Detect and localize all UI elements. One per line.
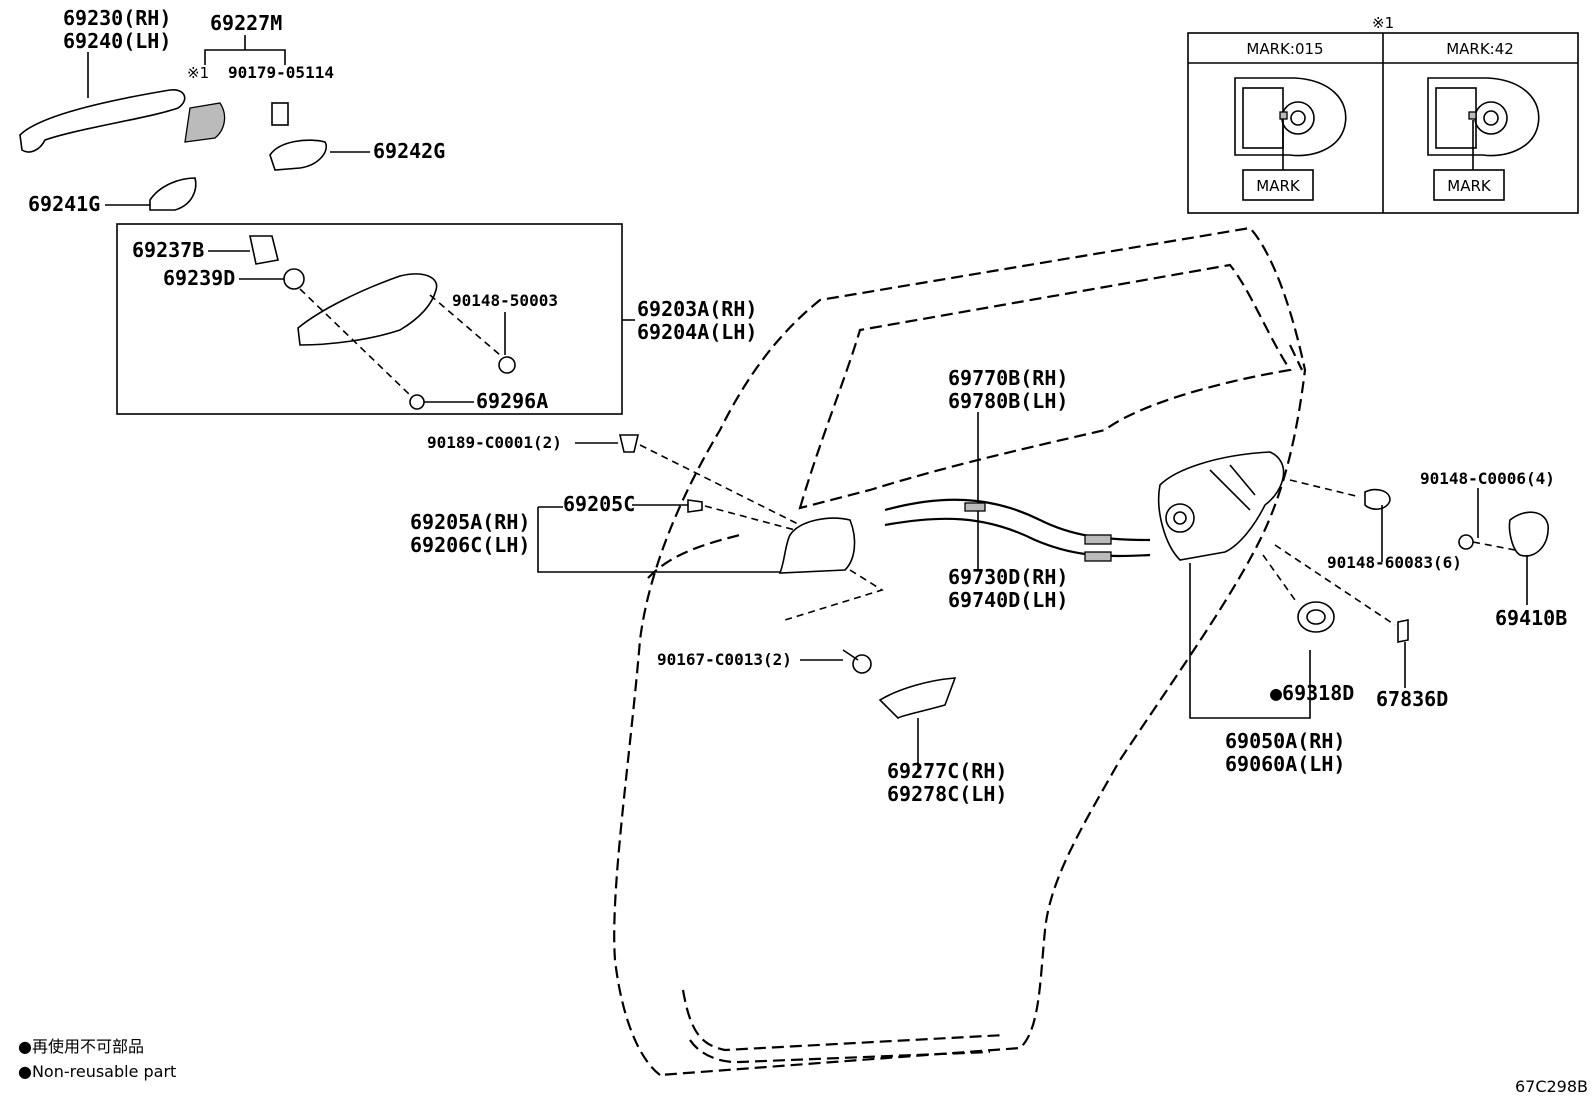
- label-69278C: 69278C(LH): [887, 782, 1007, 806]
- inset-col2-header: MARK:42: [1446, 40, 1514, 58]
- label-69205A: 69205A(RH): [410, 510, 530, 534]
- mark-inset: ※1 MARK:015 MARK:42 MARK MARK: [1187, 14, 1579, 214]
- label-90148-C0006: 90148-C0006(4): [1420, 469, 1555, 488]
- label-90189: 90189-C0001(2): [427, 433, 562, 452]
- label-69730D: 69730D(RH): [948, 565, 1068, 589]
- inset-marker: ※1: [1372, 14, 1394, 32]
- clip-90189: [618, 434, 640, 453]
- label-69230: 69230(RH): [63, 6, 171, 30]
- label-69240: 69240(LH): [63, 29, 171, 53]
- inside-handle-69205A: [778, 517, 856, 574]
- door-lock-69050A: [1157, 451, 1285, 561]
- door-lock-group: 90148-60083(6) ●69318D 67836D 69050A(RH)…: [1157, 451, 1462, 776]
- label-69237B: 69237B: [132, 238, 204, 262]
- label-90148-50003: 90148-50003: [452, 291, 558, 310]
- handle-cap: [184, 102, 226, 143]
- striker-69410B: [1508, 511, 1549, 557]
- inset-part-42: [1427, 77, 1540, 170]
- label-69050A: 69050A(RH): [1225, 729, 1345, 753]
- legend-en: ●Non-reusable part: [18, 1062, 176, 1081]
- outside-handle-group: 69230(RH) 69240(LH) 69227M ※1 90179-0511…: [19, 6, 445, 216]
- label-69296A: 69296A: [476, 389, 548, 413]
- handle-frame-box: 69237B 69239D 90148-50003 69296A 69203A(…: [116, 223, 757, 415]
- label-69242G: 69242G: [373, 139, 445, 163]
- legend-jp: ●再使用不可部品: [18, 1037, 144, 1056]
- rear-door-outline: [613, 226, 1307, 1077]
- legend: ●再使用不可部品 ●Non-reusable part: [18, 1037, 176, 1081]
- label-note1: ※1: [187, 64, 209, 82]
- label-69410B: 69410B: [1495, 606, 1567, 630]
- inset-part-015: [1234, 77, 1347, 170]
- lock-cylinder-group: 90189-C0001(2) 69205C 69205A(RH) 69206C(…: [410, 433, 1007, 806]
- gasket-69242G: [269, 139, 327, 171]
- label-67836D: 67836D: [1376, 687, 1448, 711]
- label-90179: 90179-05114: [228, 63, 334, 82]
- cover-69277C: [878, 677, 957, 720]
- cable-group: 69770B(RH) 69780B(LH) 69730D(RH) 69740D(…: [884, 366, 1151, 612]
- inset-col1-header: MARK:015: [1246, 40, 1323, 58]
- outside-handle: [19, 89, 186, 153]
- cap-69237B: [249, 235, 279, 265]
- label-69740D: 69740D(LH): [948, 588, 1068, 612]
- gasket-69241G: [149, 177, 197, 211]
- striker-group: 90148-C0006(4) 69410B: [1420, 469, 1567, 630]
- diagram-code: 67C298B: [1515, 1077, 1588, 1096]
- label-69277C: 69277C(RH): [887, 759, 1007, 783]
- label-69770B: 69770B(RH): [948, 366, 1068, 390]
- frame-69203A: [297, 273, 438, 346]
- label-69227M: 69227M: [210, 11, 282, 35]
- label-90167: 90167-C0013(2): [657, 650, 792, 669]
- inset-mark-label-1: MARK: [1256, 177, 1301, 195]
- label-69206C: 69206C(LH): [410, 533, 530, 557]
- label-69239D: 69239D: [163, 266, 235, 290]
- inset-mark-label-2: MARK: [1447, 177, 1492, 195]
- label-69318D: ●69318D: [1270, 681, 1354, 705]
- label-69205C: 69205C: [563, 492, 635, 516]
- label-69241G: 69241G: [28, 192, 100, 216]
- label-69780B: 69780B(LH): [948, 389, 1068, 413]
- label-69060A: 69060A(LH): [1225, 752, 1345, 776]
- label-69203A: 69203A(RH): [637, 297, 757, 321]
- label-69204A: 69204A(LH): [637, 320, 757, 344]
- label-90148-60083: 90148-60083(6): [1327, 553, 1462, 572]
- clip: [271, 102, 289, 126]
